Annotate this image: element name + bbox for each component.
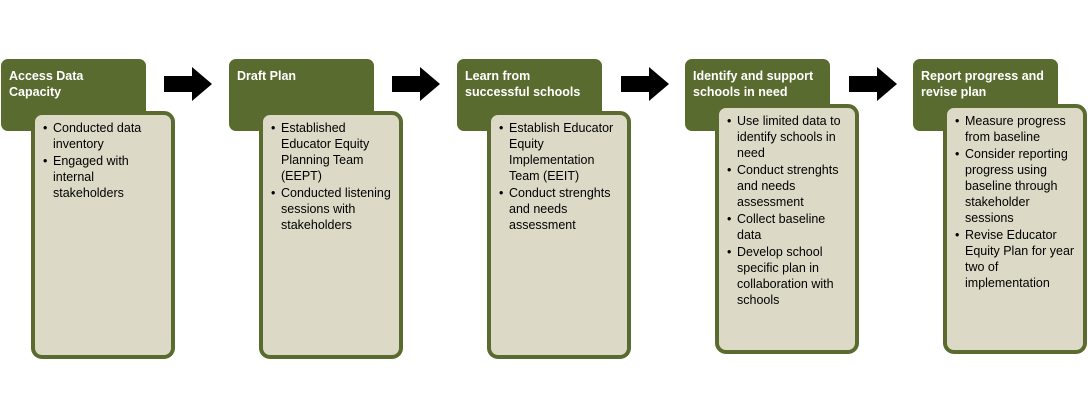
step-5-title: Report progress and revise plan [921, 69, 1044, 99]
right-arrow-icon [849, 67, 897, 101]
step-4-title: Identify and support schools in need [693, 69, 814, 99]
step-3-item-2: Conduct strenghts and needs assessment [499, 185, 621, 233]
step-2-list: Established Educator Equity Planning Tea… [269, 120, 393, 233]
step-3-item-1: Establish Educator Equity Implementation… [499, 120, 621, 184]
right-arrow-icon [164, 67, 212, 101]
step-1-title: Access Data Capacity [9, 69, 84, 99]
step-4-item-2: Conduct strenghts and needs assessment [727, 162, 849, 210]
step-4-item-1: Use limited data to identify schools in … [727, 113, 849, 161]
step-1-item-2: Engaged with internal stakeholders [43, 153, 165, 201]
step-5-item-2: Consider reporting progress using baseli… [955, 146, 1077, 226]
step-3-title: Learn from successful schools [465, 69, 581, 99]
step-5-list: Measure progress from baseline Consider … [953, 113, 1077, 291]
step-2-item-1: Established Educator Equity Planning Tea… [271, 120, 393, 184]
step-3-list: Establish Educator Equity Implementation… [497, 120, 621, 233]
step-2-title: Draft Plan [237, 69, 297, 83]
step-5-item-1: Measure progress from baseline [955, 113, 1077, 145]
step-2-item-2: Conducted listening sessions with stakeh… [271, 185, 393, 233]
step-1-list: Conducted data inventory Engaged with in… [41, 120, 165, 201]
step-4-item-3: Collect baseline data [727, 211, 849, 243]
step-4-item-4: Develop school specific plan in collabor… [727, 244, 849, 308]
step-4-card: Use limited data to identify schools in … [715, 104, 859, 354]
right-arrow-icon [392, 67, 440, 101]
step-4-list: Use limited data to identify schools in … [725, 113, 849, 308]
step-3-card: Establish Educator Equity Implementation… [487, 111, 631, 359]
step-5-item-3: Revise Educator Equity Plan for year two… [955, 227, 1077, 291]
right-arrow-icon [621, 67, 669, 101]
step-1-item-1: Conducted data inventory [43, 120, 165, 152]
step-2-card: Established Educator Equity Planning Tea… [259, 111, 403, 359]
step-1-card: Conducted data inventory Engaged with in… [31, 111, 175, 359]
step-5-card: Measure progress from baseline Consider … [943, 104, 1087, 354]
